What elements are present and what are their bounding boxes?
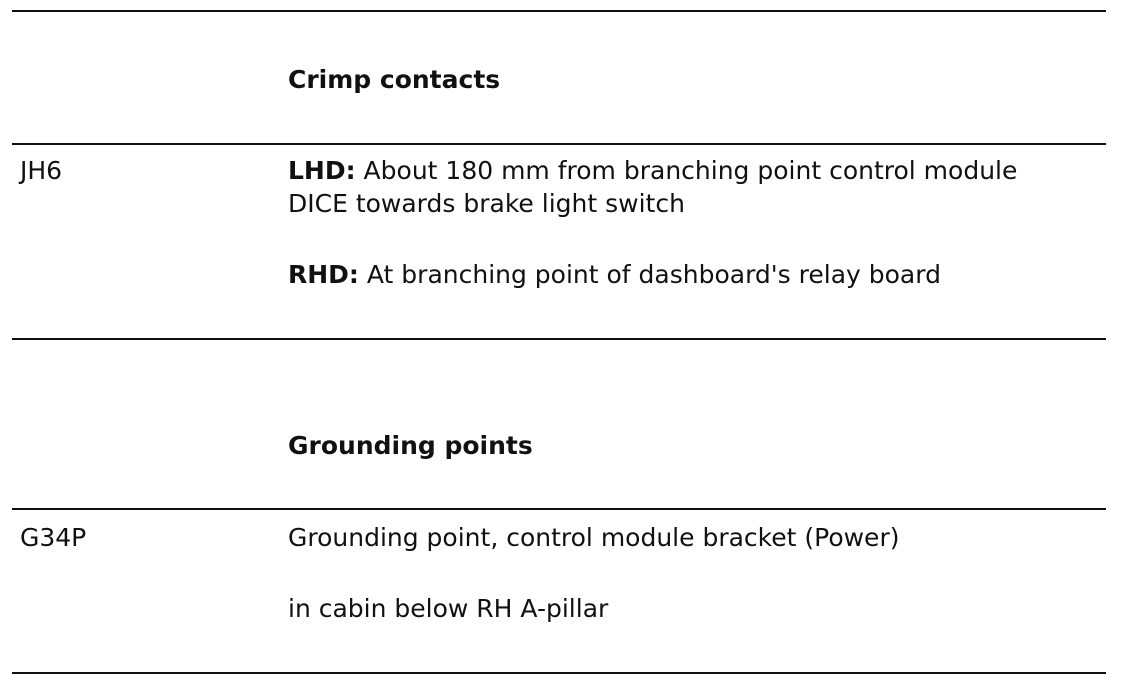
rhd-label: RHD:	[288, 260, 359, 289]
grounding-description: Grounding point, control module bracket …	[288, 523, 900, 552]
divider-crimp-end	[12, 338, 1106, 340]
section-heading-grounding-points: Grounding points	[288, 431, 533, 460]
grounding-location: in cabin below RH A-pillar	[288, 594, 609, 623]
divider-crimp-header	[12, 143, 1106, 145]
divider-bottom	[12, 672, 1106, 674]
section-heading-crimp-contacts: Crimp contacts	[288, 65, 501, 94]
divider-top	[12, 10, 1106, 12]
rhd-text: At branching point of dashboard's relay …	[358, 260, 941, 289]
lhd-label: LHD:	[288, 156, 356, 185]
component-code: JH6	[20, 156, 63, 185]
rhd-location: RHD: At branching point of dashboard's r…	[288, 258, 941, 292]
lhd-text-line1: About 180 mm from branching point contro…	[355, 156, 1018, 185]
lhd-location-line1: LHD: About 180 mm from branching point c…	[288, 154, 1017, 188]
divider-grounding-header	[12, 508, 1106, 510]
component-code: G34P	[20, 523, 87, 552]
lhd-text-line2: DICE towards brake light switch	[288, 189, 685, 218]
